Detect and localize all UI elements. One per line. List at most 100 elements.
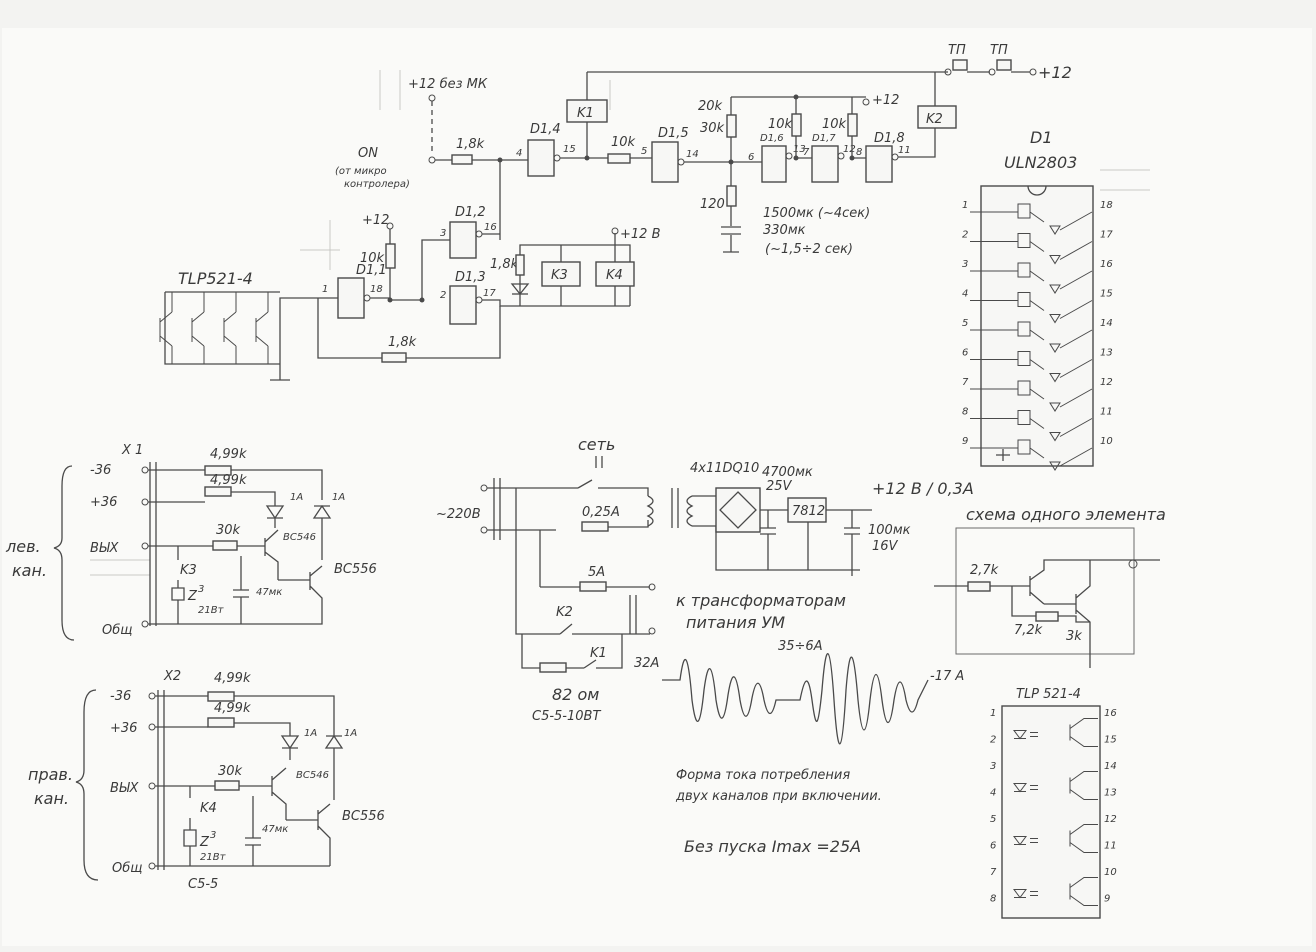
label-k2: K2 [926,112,943,127]
label-x1-p36: +36 [90,495,117,510]
label-k3: K3 [551,268,568,283]
uln-driver [970,262,1031,278]
label-x1-r30: 30k [216,523,241,538]
gate-d16 [761,145,787,183]
psu-circuit: 4х11DQ10 4700мк 25V 7812 +12 В / 0,3А 10… [690,461,974,576]
transformer-primary [646,495,654,527]
tlp-left-pin: 3 [990,761,996,772]
label-element-r3: 3k [1066,629,1082,644]
label-x1-z: Z [187,589,198,604]
label-cap3: (~1,5÷2 сек) [765,242,853,257]
gate-d17 [811,145,839,183]
label-x2-r2: 4,99k [214,701,251,716]
mains-circuit: сеть ~220В 0,25А 5А K2 K1 82 ом С5-5-10В… [436,435,846,724]
label-to-tr-2: питания УМ [686,613,785,632]
label-x2-q2: ВС556 [342,809,385,824]
tlp-body [1001,705,1101,919]
tlp-left-pin: 6 [990,841,996,852]
uln-right-pin: 13 [1100,348,1113,359]
uln-driver [970,203,1031,219]
label-x1: X 1 [121,443,143,458]
uln-left-pin: 4 [962,289,968,300]
label-x2: X2 [163,669,181,684]
label-x2-brace-2: кан. [34,789,69,808]
uln-right-pin: 11 [1100,407,1113,418]
label-x1-d2: 1А [332,492,345,503]
label-x1-r1: 4,99k [210,447,247,462]
uln-left-pin: 5 [962,318,968,329]
uln-driver [970,321,1031,337]
tlp-right-pin: 12 [1104,814,1117,825]
label-r10k-b: 10k [768,117,793,132]
uln-left-pin: 2 [962,230,968,241]
diode-bridge [715,487,761,533]
resistor-x1-r2 [204,486,232,497]
uln-driver [970,380,1031,396]
pin-8: 8 [856,147,862,158]
uln-right-pin: 14 [1100,318,1113,329]
uln-driver [970,292,1031,307]
pin-11: 11 [898,145,911,156]
label-r120: 120 [700,197,725,212]
label-bridge: 4х11DQ10 [690,461,759,476]
pin-18: 18 [370,284,383,295]
label-on: ON [358,146,378,161]
pin-12: 12 [843,144,856,155]
label-psu-cap1-b: 25V [766,479,793,494]
tlp-left-pin: 8 [990,894,996,905]
tlp-right-pin: 16 [1104,708,1117,719]
label-wave-left: 32А [634,656,659,671]
fuse-5a [579,581,607,592]
regulator-7812 [787,497,827,523]
pin-4: 4 [516,148,522,159]
uln-left-pin: 7 [962,377,969,388]
label-cap1: 1500мк (~4сек) [763,206,870,221]
gate-d11 [337,277,365,319]
pin-16: 16 [484,222,497,233]
label-x2-k4: K4 [200,801,217,816]
resistor-10k-pullup [385,243,396,269]
pin-5: 5 [641,146,647,157]
label-wave-note-1: Форма тока потребления [676,768,850,783]
label-psu-cap2-a: 100мк [868,523,911,538]
label-x2-brace-1: прав. [28,765,73,784]
gate-d18 [865,145,893,183]
label-x1-brace-1: лев. [5,537,41,556]
label-f2: 5А [588,565,605,580]
label-x1-m36: -36 [90,463,111,478]
uln-left-pin: 8 [962,407,968,418]
label-x2-z: Z [199,835,210,850]
tlp-right-pin: 14 [1104,761,1117,772]
resistor-120 [726,185,737,207]
tlp-left-pin: 4 [990,788,996,799]
label-tp2: ТП [990,43,1008,58]
terminal-tp2 [988,68,996,76]
label-x2-r30: 30k [218,764,243,779]
label-x1-d1: 1А [290,492,303,503]
label-r-on: 1,8k [456,137,485,152]
transformer-secondary [686,495,694,527]
label-led-r: 1,8k [490,257,519,272]
gate-d13 [449,285,477,325]
label-set: сеть [578,435,615,454]
terminal-plus12b [611,227,619,235]
tlp-left-pin: 7 [990,867,997,878]
label-plus12-k: +12 [362,213,389,228]
fuse-025a [581,521,609,532]
label-k4: K4 [606,268,623,283]
tlp-transistor [1069,877,1098,906]
pin-2: 2 [440,290,446,301]
label-x2-d1: 1А [304,728,317,739]
label-r20k: 20k [698,99,723,114]
label-d17: D1,7 [812,133,836,144]
pin-3: 3 [440,228,446,239]
label-r82-type: С5-5-10ВТ [532,709,601,724]
gate-d14 [527,139,555,177]
resistor-x2-30k [214,780,240,791]
label-plus12-no-mk: +12 без МК [408,77,488,92]
label-d16: D1,6 [760,133,784,144]
resistor-20k-30k [726,114,737,138]
label-x2-cap: 47мк [262,824,288,835]
uln-right-pin: 18 [1100,200,1113,211]
